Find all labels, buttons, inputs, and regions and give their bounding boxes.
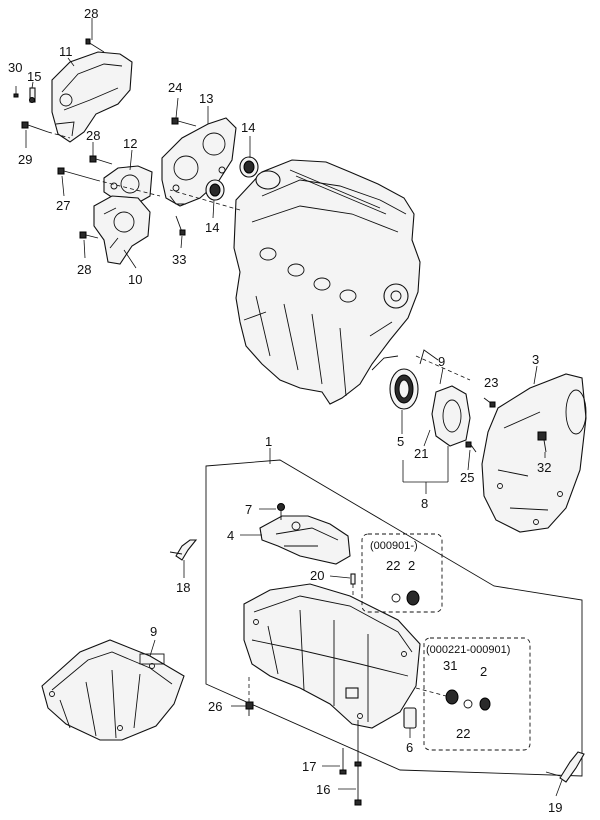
- bolt-28-top: [85, 38, 105, 53]
- callout-box1-22: 22: [386, 558, 400, 573]
- callout-labels: 28 11 30 15 24 13 14 28 12 29 27 14 28 3…: [8, 6, 562, 815]
- callout-24: 24: [168, 80, 182, 95]
- callout-3: 3: [532, 352, 539, 367]
- bolt-29: [21, 121, 71, 139]
- oil-pan-assembly-outline: [205, 459, 583, 777]
- rear-oil-seal: [389, 368, 419, 410]
- leader-lines: [25, 18, 563, 797]
- callout-box1-2: 2: [408, 558, 415, 573]
- timing-belt-upper-cover: [51, 51, 133, 143]
- callout-6: 6: [406, 740, 413, 755]
- box1-plug: [406, 590, 420, 606]
- date-box-000221-000901-title: (000221-000901): [426, 644, 510, 656]
- bolt-26: [245, 676, 254, 716]
- callout-23: 23: [484, 375, 498, 390]
- bolt-28-lower: [79, 231, 99, 239]
- oil-pan-lower: [41, 639, 185, 741]
- callout-20: 20: [310, 568, 324, 583]
- callout-25: 25: [460, 470, 474, 485]
- callout-29: 29: [18, 152, 32, 167]
- callout-10: 10: [128, 272, 142, 287]
- callout-9-upper: 9: [438, 354, 445, 369]
- bolt-17: [339, 748, 347, 775]
- callout-17: 17: [302, 759, 316, 774]
- timing-belt-middle-cover: [103, 165, 153, 205]
- date-box-000901: (000901-): [361, 533, 443, 613]
- rear-plate: [481, 373, 587, 533]
- callout-16: 16: [316, 782, 330, 797]
- date-box-000901-title: (000901-): [370, 540, 418, 552]
- bolt-7: [277, 503, 285, 520]
- callout-11: 11: [59, 44, 73, 59]
- callout-14-upper: 14: [241, 120, 255, 135]
- gasket-18: [169, 539, 198, 561]
- oil-strainer: [259, 515, 351, 565]
- box2-plug-2: [479, 697, 491, 711]
- callout-box2-2: 2: [480, 664, 487, 679]
- oil-seal-14-upper: [239, 156, 259, 178]
- callout-4: 4: [227, 528, 234, 543]
- callout-28-middle: 28: [86, 128, 100, 143]
- callout-7: 7: [245, 502, 252, 517]
- oil-seal-14-lower: [205, 179, 225, 201]
- timing-belt-lower-cover: [93, 195, 151, 265]
- callout-28-top: 28: [84, 6, 98, 21]
- callout-21: 21: [414, 446, 428, 461]
- callout-box2-31: 31: [443, 658, 457, 673]
- bolt-28-middle: [89, 155, 113, 165]
- callout-26: 26: [208, 699, 222, 714]
- box2-washer: [463, 699, 473, 709]
- bolt-25: [465, 441, 477, 453]
- callout-32: 32: [537, 460, 551, 475]
- bolt-30-15: [13, 86, 36, 103]
- bolt-33: [175, 215, 186, 236]
- callout-14-lower: 14: [205, 220, 219, 235]
- engine-block: [169, 159, 421, 405]
- bolt-27: [57, 167, 161, 197]
- callout-28-lower: 28: [77, 262, 91, 277]
- callout-15: 15: [27, 69, 41, 84]
- callout-box2-22: 22: [456, 726, 470, 741]
- box2-plug-31: [445, 689, 459, 705]
- callout-18: 18: [176, 580, 190, 595]
- bolt-16: [354, 720, 362, 806]
- bolt-23: [483, 397, 496, 408]
- callout-12: 12: [123, 136, 137, 151]
- gasket-19: [545, 751, 585, 783]
- callout-19: 19: [548, 800, 562, 815]
- callout-27: 27: [56, 198, 70, 213]
- bolt-32: [537, 431, 547, 453]
- oil-pan-drain-cover-6: [403, 707, 417, 729]
- callout-8: 8: [421, 496, 428, 511]
- oil-seal-retainer: [419, 349, 471, 447]
- box1-washer: [391, 593, 401, 603]
- callout-13: 13: [199, 91, 213, 106]
- front-case-plate: [161, 117, 237, 207]
- oil-pan-upper: [243, 583, 421, 729]
- callout-5: 5: [397, 434, 404, 449]
- bolt-24: [171, 117, 197, 127]
- callout-33: 33: [172, 252, 186, 267]
- callout-30: 30: [8, 60, 22, 75]
- callout-1: 1: [265, 434, 272, 449]
- callout-9-lower: 9: [150, 624, 157, 639]
- date-box-000221-000901: (000221-000901): [415, 637, 531, 751]
